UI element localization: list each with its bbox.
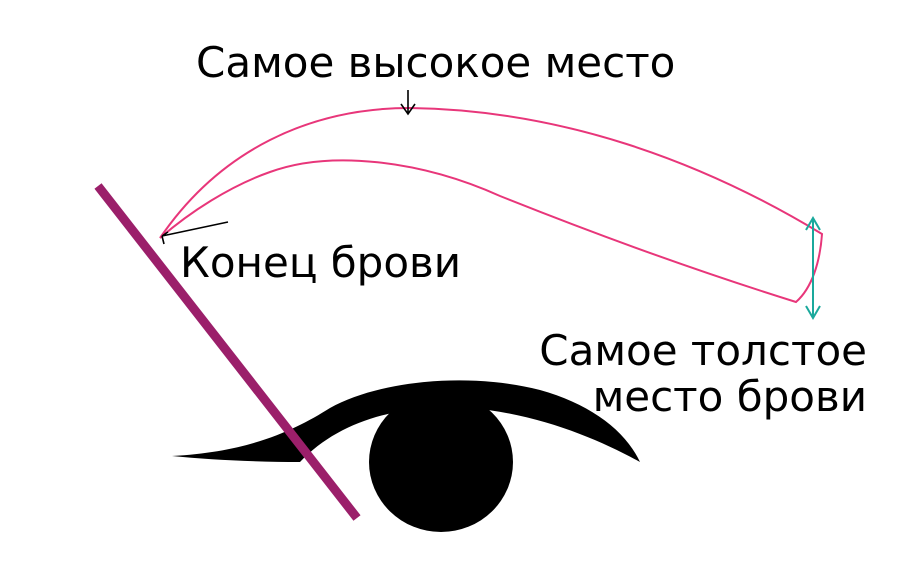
eye-lashline bbox=[172, 380, 640, 462]
highest-point-label: Самое высокое место bbox=[196, 38, 676, 87]
brow-end-label: Конец брови bbox=[180, 238, 462, 287]
brow-end-pointer-icon bbox=[161, 221, 229, 245]
brow-end-guide-line bbox=[94, 183, 361, 521]
eyebrow-outline bbox=[159, 106, 824, 304]
thickest-point-label: Самое толстое место брови bbox=[539, 326, 867, 422]
thickest-point-label-line2: место брови bbox=[592, 372, 867, 422]
highest-point-arrow-icon bbox=[400, 90, 416, 116]
thickest-point-label-line1: Самое толстое bbox=[539, 326, 867, 375]
eye-iris bbox=[369, 392, 513, 532]
thickness-double-arrow-icon bbox=[805, 216, 821, 320]
